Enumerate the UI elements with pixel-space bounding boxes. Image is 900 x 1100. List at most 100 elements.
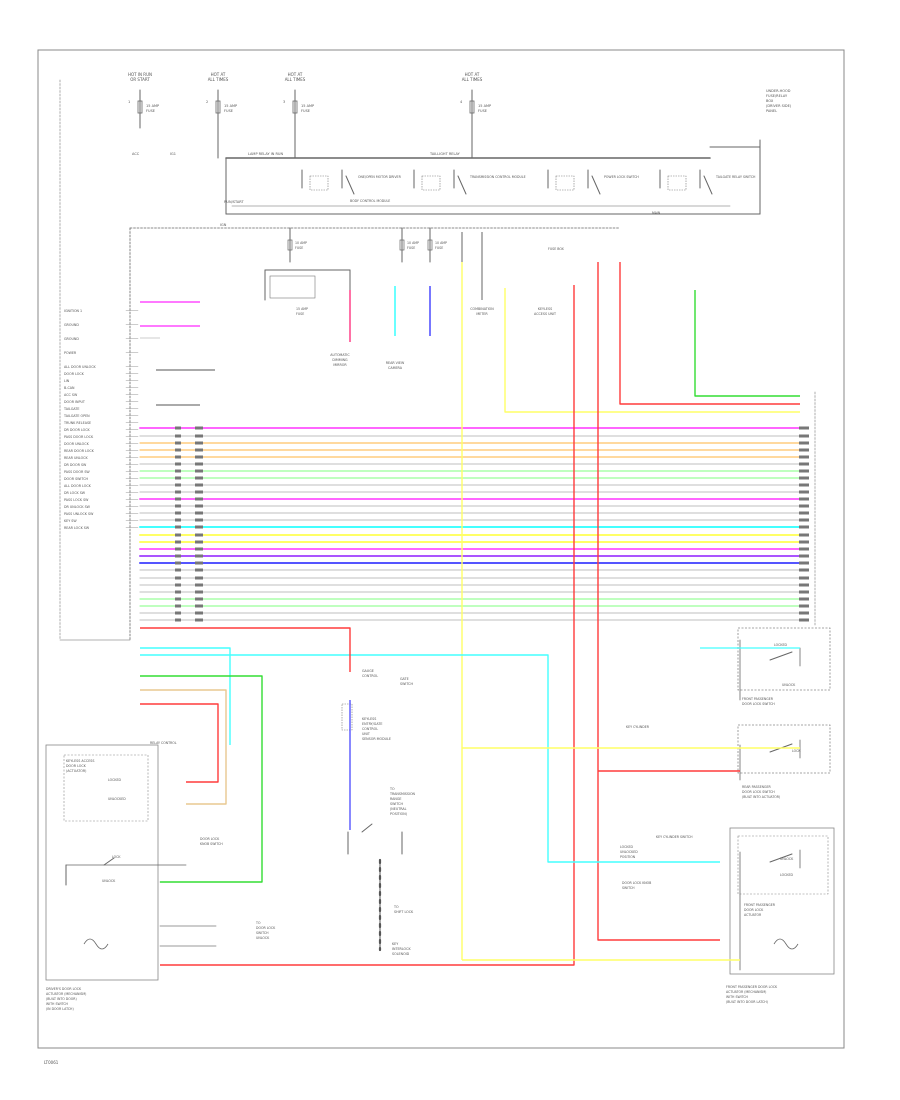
- relay-row-label: RUN/START: [224, 200, 244, 204]
- module-pin-label: B-CAN: [64, 386, 75, 390]
- switch-contact: [103, 857, 115, 866]
- right-small-label: LOCK: [792, 749, 801, 753]
- center-label: CONTROL: [362, 674, 378, 678]
- connector-chip: [195, 583, 203, 587]
- component-label: ACCESS UNIT: [534, 312, 557, 316]
- fuse-small-rating: FUSE: [435, 246, 443, 250]
- module-pin-label: POWER: [64, 351, 77, 355]
- center-label: POSITION): [390, 812, 407, 816]
- door-switch-contact: [769, 853, 793, 863]
- inset-label: KEY CYLINDER SWITCH: [656, 835, 693, 839]
- module-pin-label: LIN: [64, 379, 70, 383]
- wire-red-gauge: [140, 627, 351, 672]
- fuse-rating: FUSE: [224, 109, 233, 113]
- relay-contact: [591, 175, 601, 195]
- connector-chip: [195, 426, 203, 430]
- center-label: SWITCH: [390, 802, 403, 806]
- center-label: TO: [389, 787, 395, 791]
- fuse-title: HOT IN RUN: [128, 72, 152, 77]
- module-pin-label: DR DOOR LOCK: [64, 428, 91, 432]
- connector-chip: [175, 590, 181, 594]
- actuator-box-label: FRONT PASSENGER: [744, 903, 776, 907]
- module-pin-label: REAR LOCK SW: [64, 526, 90, 530]
- connector-chip: [175, 490, 181, 494]
- passenger-caption: WITH SWITCH: [726, 995, 749, 999]
- colored-wires: [139, 232, 809, 966]
- fuse-number: 4: [460, 100, 463, 104]
- driver-actuator-caption: DRIVER'S DOOR LOCK: [46, 987, 82, 991]
- door-switch-contact: [769, 651, 793, 661]
- actuator-box-label: DOOR LOCK: [744, 908, 764, 912]
- gate-switch-contact: [361, 823, 373, 833]
- connector-chip: [195, 597, 203, 601]
- connector-chip: [799, 576, 809, 580]
- relay-switch-label: POWER LOCK SWITCH: [604, 175, 639, 179]
- fuse-group: [269, 275, 316, 299]
- module-pin-label: GROUND: [64, 323, 79, 327]
- relay-coil: [309, 175, 329, 191]
- connector-chip: [195, 441, 203, 445]
- wire-left-tan: [140, 689, 227, 805]
- component-label: DIMMING: [332, 358, 348, 362]
- module-pin-label: DR DOOR SW: [64, 463, 87, 467]
- fuse-number: 2: [206, 100, 208, 104]
- connector-chip: [175, 448, 181, 452]
- relay-row-label: TAILLIGHT RELAY: [429, 152, 461, 156]
- fuse-symbol: [469, 100, 475, 114]
- connector-chip: [175, 597, 181, 601]
- wire-yellow-right: [504, 288, 800, 413]
- relay-coil: [555, 175, 575, 191]
- fuse-symbol: [399, 239, 405, 251]
- module-pin-label: KEY SW: [64, 519, 77, 523]
- actuator-box-title: DOOR LOCK: [66, 764, 87, 768]
- inset-label: LOCKED: [780, 873, 794, 877]
- knob-switch-label: DOOR LOCK: [200, 837, 220, 841]
- component-label: COMBINATION: [470, 307, 494, 311]
- connector-labels: UNLOCK: [256, 936, 270, 940]
- center-label: SWITCH: [400, 682, 413, 686]
- relay-label-acc: ACC: [132, 152, 140, 156]
- connector-chip: [799, 597, 809, 601]
- static-lines: [45, 79, 835, 981]
- connector-chip: [175, 476, 181, 480]
- module-pin-label: GROUND: [64, 337, 79, 341]
- inset-label: POSITION: [620, 855, 636, 859]
- driver-actuator-box: [45, 744, 159, 981]
- driver-actuator-caption: WITH SWITCH: [46, 1002, 69, 1006]
- connector-chip: [799, 476, 809, 480]
- passenger-caption: (BUILT INTO DOOR LATCH): [726, 1000, 768, 1004]
- relay-row-label: LAMP RELAY IN RUN: [248, 152, 283, 156]
- connector-chip: [195, 554, 203, 558]
- relay-switch-label: TRANSMISSION CONTROL MODULE: [469, 175, 526, 179]
- relay-switch-label: MAIN: [652, 211, 661, 215]
- connector-chip: [195, 618, 203, 622]
- lock-label: LOCK: [112, 855, 121, 859]
- lock-label: UNLOCKED: [108, 797, 126, 801]
- right-small-label: UNLOCK: [782, 683, 796, 687]
- module-pin-label: ALL DOOR LOCK: [64, 484, 92, 488]
- relay-switch-label: TAILGATE RELAY SWITCH: [715, 175, 756, 179]
- connector-chip: [799, 490, 809, 494]
- actuator-box-title: KEYLESS ACCESS: [66, 759, 94, 763]
- connector-chip: [195, 611, 203, 615]
- center-label: ENTRY/GATE: [362, 722, 382, 726]
- fuse-title: HOT AT: [465, 72, 480, 77]
- fuse-title: HOT AT: [288, 72, 303, 77]
- connector-chip: [799, 511, 809, 515]
- connector-chip: [175, 540, 181, 544]
- connector-chip: [799, 611, 809, 615]
- front-switch-label: FRONT PASSENGER: [742, 697, 774, 701]
- fuse-number: 1: [128, 100, 130, 104]
- inset-label: UNLOCKED: [620, 850, 638, 854]
- connector-labels: SWITCH: [256, 931, 269, 935]
- connector-chip: [195, 561, 203, 565]
- fuse-box-label: BOX: [766, 99, 774, 103]
- connector-chip: [799, 547, 809, 551]
- module-pin-label: DR UNLOCK SW: [64, 505, 91, 509]
- connector-chip: [195, 483, 203, 487]
- center-label: INTERLOCK: [392, 947, 411, 951]
- relay-contact: [457, 175, 467, 195]
- connector-chip: [799, 533, 809, 537]
